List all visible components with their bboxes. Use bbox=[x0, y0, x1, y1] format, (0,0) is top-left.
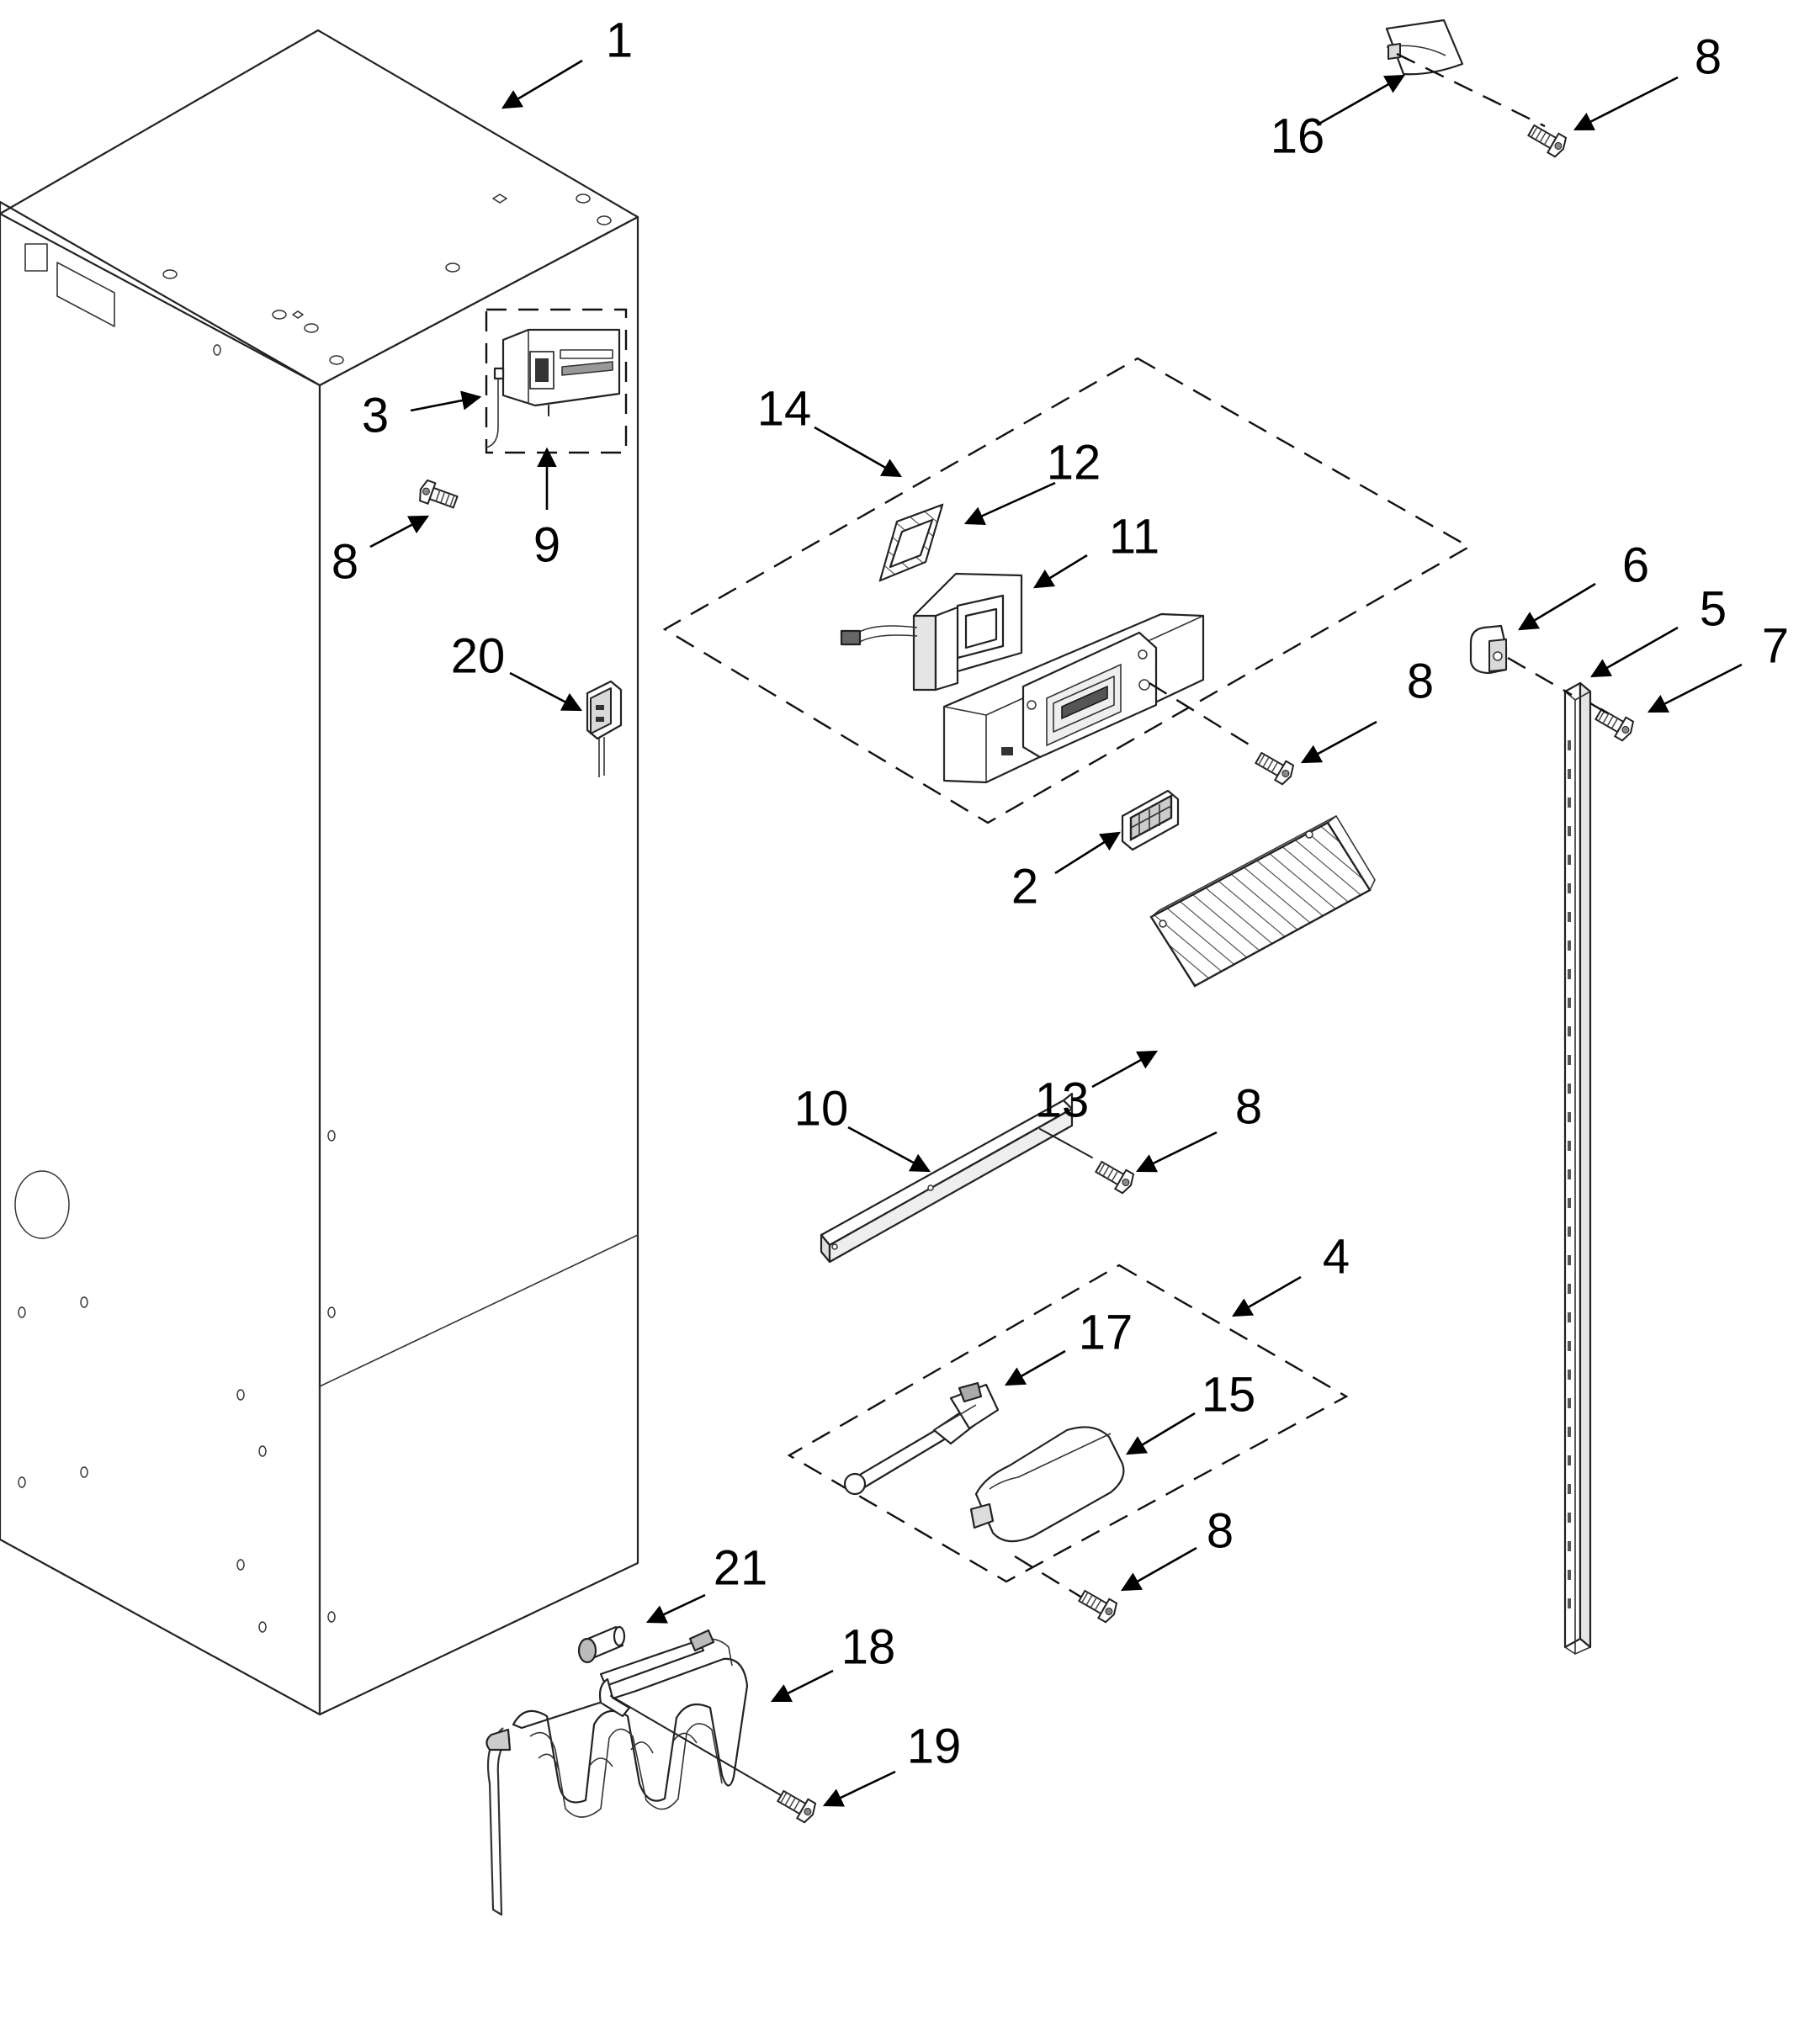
part-13-cover bbox=[1149, 815, 1376, 988]
callout-8: 8 bbox=[1235, 1079, 1262, 1134]
callout-9: 9 bbox=[533, 517, 560, 572]
rail-slot bbox=[1568, 883, 1571, 893]
rail-slot bbox=[1568, 1198, 1571, 1208]
rail-slot bbox=[1568, 1169, 1571, 1179]
part-11-housing bbox=[840, 572, 1023, 692]
callout-3: 3 bbox=[362, 388, 389, 442]
cabinet-cutout-large bbox=[56, 262, 115, 327]
rail-slots bbox=[1568, 740, 1571, 1608]
rail-slot bbox=[1568, 1284, 1571, 1294]
callout-10: 10 bbox=[794, 1081, 849, 1136]
rail-slot bbox=[1568, 1598, 1571, 1608]
screw-8-module bbox=[1075, 1585, 1121, 1625]
callout-8: 8 bbox=[1207, 1503, 1234, 1558]
rail-slot bbox=[1568, 1084, 1571, 1094]
rail-slot bbox=[1568, 1055, 1571, 1065]
rail-slot bbox=[1568, 1370, 1571, 1380]
rail-slot bbox=[1568, 1513, 1571, 1523]
rail-slot bbox=[1568, 1227, 1571, 1237]
callout-12: 12 bbox=[1047, 435, 1101, 490]
rail-slot bbox=[1568, 1484, 1571, 1494]
callout-8: 8 bbox=[1407, 654, 1434, 708]
callout-16: 16 bbox=[1271, 109, 1325, 163]
group-4-outline bbox=[787, 1264, 1349, 1583]
rail-slot bbox=[1568, 969, 1571, 979]
group-14-outline bbox=[662, 357, 1472, 824]
rail-slot bbox=[1568, 1026, 1571, 1036]
rail-slot bbox=[1568, 1341, 1571, 1351]
rail-slot bbox=[1568, 1455, 1571, 1465]
callout-20: 20 bbox=[451, 628, 506, 683]
part-5-rail bbox=[1563, 681, 1592, 1655]
rail-slot bbox=[1568, 1570, 1571, 1580]
rail-slot bbox=[1568, 998, 1571, 1008]
callout-15: 15 bbox=[1202, 1367, 1256, 1422]
cabinet bbox=[0, 29, 639, 1716]
cabinet-port-hole bbox=[14, 1170, 70, 1239]
callout-14: 14 bbox=[757, 381, 812, 436]
rail-slot bbox=[1568, 855, 1571, 865]
callout-arrows bbox=[369, 59, 1743, 1807]
part-18-evaporator bbox=[486, 1629, 782, 1916]
callout-11: 11 bbox=[1109, 509, 1159, 564]
callout-8: 8 bbox=[332, 534, 358, 589]
part-15-module bbox=[969, 1426, 1125, 1603]
callout-1: 1 bbox=[606, 13, 633, 67]
part-20-switch bbox=[586, 680, 623, 777]
screw-7 bbox=[1592, 703, 1637, 744]
part-14-panel bbox=[942, 612, 1251, 784]
callout-2: 2 bbox=[1011, 859, 1038, 914]
part-17-sensor bbox=[843, 1381, 1000, 1496]
rail-slot bbox=[1568, 1541, 1571, 1551]
callout-13: 13 bbox=[1035, 1073, 1090, 1127]
screw-8-panel bbox=[1252, 747, 1297, 787]
rail-slot bbox=[1568, 1312, 1571, 1322]
rail-slot bbox=[1568, 740, 1571, 750]
rail-slot bbox=[1568, 1398, 1571, 1408]
callout-18: 18 bbox=[841, 1619, 896, 1674]
rail-slot bbox=[1568, 798, 1571, 808]
part-2-filter bbox=[1121, 789, 1180, 851]
part-3-clip bbox=[486, 367, 505, 448]
rail-slot bbox=[1568, 1255, 1571, 1265]
rail-slot bbox=[1568, 1112, 1571, 1122]
rail-slot bbox=[1568, 1141, 1571, 1151]
rail-slot bbox=[1568, 941, 1571, 951]
rail-slot bbox=[1568, 912, 1571, 922]
screw-8-rail bbox=[1092, 1156, 1138, 1196]
rail-slot bbox=[1568, 1427, 1571, 1437]
part-6-cap bbox=[1469, 624, 1573, 697]
callout-5: 5 bbox=[1700, 581, 1727, 636]
callout-8: 8 bbox=[1695, 29, 1722, 84]
screw-8-top-right bbox=[1525, 119, 1570, 160]
callout-6: 6 bbox=[1622, 538, 1649, 592]
cabinet-cutout-small bbox=[24, 243, 48, 272]
callout-7: 7 bbox=[1762, 618, 1789, 673]
rail-slot bbox=[1568, 826, 1571, 836]
callout-19: 19 bbox=[907, 1719, 962, 1773]
part-21-fitting bbox=[577, 1625, 626, 1664]
part-12-gasket bbox=[878, 503, 944, 582]
part-10-rail bbox=[820, 1092, 1093, 1264]
callout-4: 4 bbox=[1323, 1229, 1350, 1284]
screw-19 bbox=[774, 1785, 820, 1826]
callout-21: 21 bbox=[714, 1540, 768, 1595]
callout-17: 17 bbox=[1079, 1305, 1133, 1359]
control-box bbox=[485, 308, 628, 454]
rail-slot bbox=[1568, 769, 1571, 779]
part-16-bracket bbox=[1385, 19, 1546, 128]
callout-labels: 1 8 16 3 8 9 14 12 11 6 5 7 20 8 2 13 10… bbox=[332, 13, 1789, 1773]
